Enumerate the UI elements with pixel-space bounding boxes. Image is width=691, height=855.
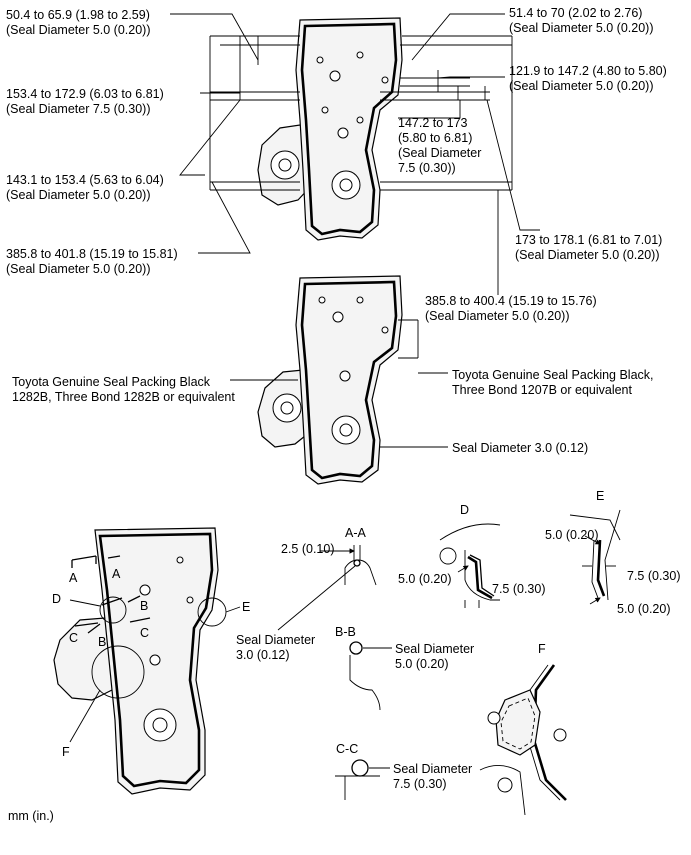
dim-label-385-8-b: 385.8 to 400.4 (15.19 to 15.76): [425, 294, 597, 308]
section-c-c-title: C-C: [336, 742, 358, 756]
seal-packing-1207b-label-2: Three Bond 1207B or equivalent: [452, 383, 633, 397]
top-leaders: [170, 13, 540, 295]
units-label: mm (in.): [8, 809, 54, 823]
c-c-seal-label: Seal Diameter: [393, 762, 472, 776]
section-b-b-title: B-B: [335, 625, 356, 639]
section-letter-b-upper: B: [140, 599, 148, 613]
top-dimension-lines: [209, 35, 513, 191]
dim-label-121-9: 121.9 to 147.2 (4.80 to 5.80): [509, 64, 667, 78]
detail-letter-d: D: [52, 592, 61, 606]
dim-label-51-4-seal: (Seal Diameter 5.0 (0.20)): [509, 21, 654, 35]
section-a-a: A-A 2.5 (0.10) Seal Diameter 3.0 (0.12): [236, 526, 377, 662]
section-letter-b-lower: B: [98, 635, 106, 649]
detail-f: F: [479, 642, 567, 816]
detail-letter-e: E: [242, 600, 250, 614]
detail-letter-f: F: [62, 745, 70, 759]
seal-diameter-3-label: Seal Diameter 3.0 (0.12): [452, 441, 588, 455]
middle-labels: Toyota Genuine Seal Packing Black 1282B,…: [12, 368, 654, 455]
dim-label-50-4: 50.4 to 65.9 (1.98 to 2.59): [6, 8, 150, 22]
dim-label-51-4: 51.4 to 70 (2.02 to 2.76): [509, 6, 642, 20]
top-dimension-labels: 50.4 to 65.9 (1.98 to 2.59) (Seal Diamet…: [6, 6, 667, 323]
bottom-letters: A A B B C C D E F mm (in.): [8, 567, 250, 823]
dim-label-385-8-a: 385.8 to 401.8 (15.19 to 15.81): [6, 247, 178, 261]
dim-label-385-8-b-seal: (Seal Diameter 5.0 (0.20)): [425, 309, 570, 323]
seal-packing-1282b-label: Toyota Genuine Seal Packing Black: [12, 375, 211, 389]
dim-label-173-seal: (Seal Diameter 5.0 (0.20)): [515, 248, 660, 262]
e-dim1-label: 5.0 (0.20): [545, 528, 599, 542]
section-cut-marks: [69, 555, 241, 743]
timing-cover-bottom-view: [53, 527, 227, 795]
middle-leaders: [230, 372, 448, 448]
dim-label-153-4-seal: (Seal Diameter 7.5 (0.30)): [6, 102, 151, 116]
detail-e-title: E: [596, 489, 604, 503]
section-c-c: C-C Seal Diameter 7.5 (0.30): [335, 742, 472, 800]
dim-label-147-2-seal: (Seal Diameter: [398, 146, 481, 160]
section-letter-c-right: C: [140, 626, 149, 640]
c-c-seal-value: 7.5 (0.30): [393, 777, 447, 791]
e-dim2-label: 7.5 (0.30): [627, 569, 681, 583]
seal-packing-1207b-label: Toyota Genuine Seal Packing Black,: [452, 368, 654, 382]
dim-label-147-2: 147.2 to 173: [398, 116, 468, 130]
section-a-a-title: A-A: [345, 526, 367, 540]
a-a-seal-value: 3.0 (0.12): [236, 648, 290, 662]
dim-label-147-2-in: (5.80 to 6.81): [398, 131, 472, 145]
dim-label-121-9-seal: (Seal Diameter 5.0 (0.20)): [509, 79, 654, 93]
seal-packing-1282b-label-2: 1282B, Three Bond 1282B or equivalent: [12, 390, 235, 404]
timing-cover-middle-view: [257, 275, 419, 485]
dim-label-50-4-seal: (Seal Diameter 5.0 (0.20)): [6, 23, 151, 37]
section-letter-c-left: C: [69, 631, 78, 645]
e-dim3-label: 5.0 (0.20): [617, 602, 671, 616]
dim-label-147-2-seal-value: 7.5 (0.30)): [398, 161, 456, 175]
section-b-b: B-B Seal Diameter 5.0 (0.20): [335, 625, 474, 711]
dim-label-143-1: 143.1 to 153.4 (5.63 to 6.04): [6, 173, 164, 187]
section-letter-a-left: A: [69, 571, 78, 585]
timing-cover-top-view: [257, 17, 403, 241]
detail-d-title: D: [460, 503, 469, 517]
dim-label-143-1-seal: (Seal Diameter 5.0 (0.20)): [6, 188, 151, 202]
dim-label-173: 173 to 178.1 (6.81 to 7.01): [515, 233, 662, 247]
dim-label-385-8-a-seal: (Seal Diameter 5.0 (0.20)): [6, 262, 151, 276]
a-a-dim-label: 2.5 (0.10): [281, 542, 335, 556]
d-dim2-label: 7.5 (0.30): [492, 582, 546, 596]
b-b-seal-label: Seal Diameter: [395, 642, 474, 656]
a-a-seal-label: Seal Diameter: [236, 633, 315, 647]
d-dim1-label: 5.0 (0.20): [398, 572, 452, 586]
detail-f-title: F: [538, 642, 546, 656]
b-b-seal-value: 5.0 (0.20): [395, 657, 449, 671]
detail-e: E 5.0 (0.20) 7.5 (0.30) 5.0 (0.20): [545, 489, 681, 616]
section-letter-a-right: A: [112, 567, 121, 581]
detail-d: D 5.0 (0.20) 7.5 (0.30): [398, 503, 546, 608]
dim-label-153-4: 153.4 to 172.9 (6.03 to 6.81): [6, 87, 164, 101]
